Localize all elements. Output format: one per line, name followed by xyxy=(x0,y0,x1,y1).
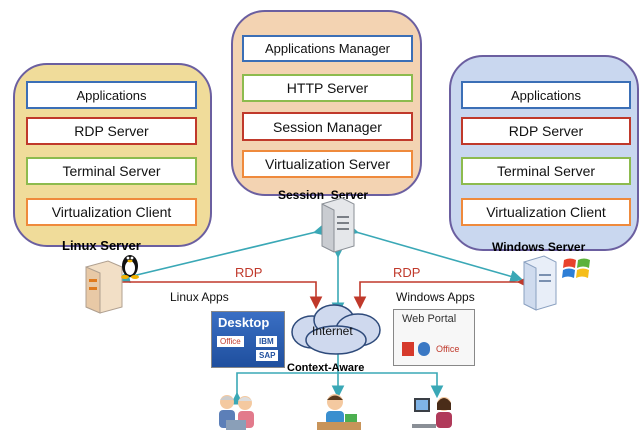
linux-terminal-server-box: Terminal Server xyxy=(26,157,197,185)
linux-virtualization-client-box: Virtualization Client xyxy=(26,198,197,226)
desktop-item-ibm: IBM xyxy=(256,336,277,347)
rdp-link-windows xyxy=(353,275,530,310)
http-server-box: HTTP Server xyxy=(242,74,413,102)
web-portal-item-office: Office xyxy=(436,344,460,354)
internet-label: Internet xyxy=(312,324,353,338)
browser-icon xyxy=(418,342,430,356)
linux-apps-label: Linux Apps xyxy=(170,290,229,304)
windows-rdp-server-box: RDP Server xyxy=(461,117,631,145)
desktop-thumbnail: Desktop Office IBM SAP xyxy=(211,311,285,368)
office-user-icon xyxy=(412,397,452,428)
linux-applications-box: Applications xyxy=(26,81,197,109)
session-manager-box: Session Manager xyxy=(242,112,413,141)
windows-server-icon xyxy=(523,255,557,311)
windows-server-title: Windows Server xyxy=(492,240,586,254)
link-session-linux xyxy=(116,223,327,283)
applications-manager-box: Applications Manager xyxy=(242,35,413,62)
linux-server-icon xyxy=(85,260,123,314)
link-session-windows xyxy=(345,223,524,283)
windows-terminal-server-box: Terminal Server xyxy=(461,157,631,185)
linux-server-title: Linux Server xyxy=(62,238,141,253)
elderly-users-icon xyxy=(219,395,254,430)
session-server-icon xyxy=(321,197,355,253)
web-portal-title: Web Portal xyxy=(402,313,457,325)
web-portal-thumbnail: Web Portal Office xyxy=(393,309,475,366)
windows-logo-icon xyxy=(562,258,590,278)
student-user-icon xyxy=(317,394,361,430)
windows-virtualization-client-box: Virtualization Client xyxy=(461,198,631,226)
rdp-link-linux xyxy=(110,275,323,310)
internet-cloud xyxy=(291,304,381,355)
link-users xyxy=(230,372,444,405)
linux-rdp-server-box: RDP Server xyxy=(26,117,197,145)
desktop-item-sap: SAP xyxy=(256,350,279,361)
windows-apps-label: Windows Apps xyxy=(396,290,475,304)
desktop-item-office: Office xyxy=(217,336,244,347)
windows-applications-box: Applications xyxy=(461,81,631,109)
pdf-icon xyxy=(402,342,414,356)
context-aware-label: Context-Aware xyxy=(287,362,365,374)
rdp-label-left: RDP xyxy=(235,265,263,280)
desktop-title: Desktop xyxy=(218,315,270,330)
rdp-label-right: RDP xyxy=(393,265,421,280)
virtualization-server-box: Virtualization Server xyxy=(242,150,413,178)
linux-penguin-icon xyxy=(121,255,139,279)
